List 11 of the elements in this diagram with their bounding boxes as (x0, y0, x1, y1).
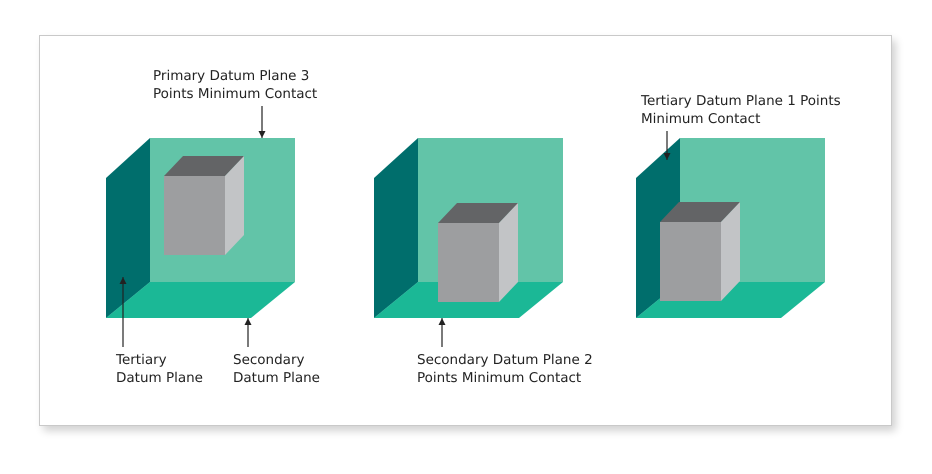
callout-text: Primary Datum Plane 3 Points Minimum Contact (153, 67, 353, 103)
callout-text: Secondary Datum Plane (233, 351, 333, 387)
leader-arrow (664, 131, 670, 160)
datum-plane (106, 282, 295, 318)
leader-arrow (244, 318, 252, 347)
leader-arrow (258, 106, 266, 138)
callout-text: Secondary Datum Plane 2 Points Minimum Contact (417, 351, 617, 387)
callout-text: Tertiary Datum Plane 1 Points Minimum Contact (641, 92, 841, 128)
leader-arrow (120, 277, 126, 347)
callout-text: Tertiary Datum Plane (116, 351, 216, 387)
leader-arrow (438, 318, 446, 347)
